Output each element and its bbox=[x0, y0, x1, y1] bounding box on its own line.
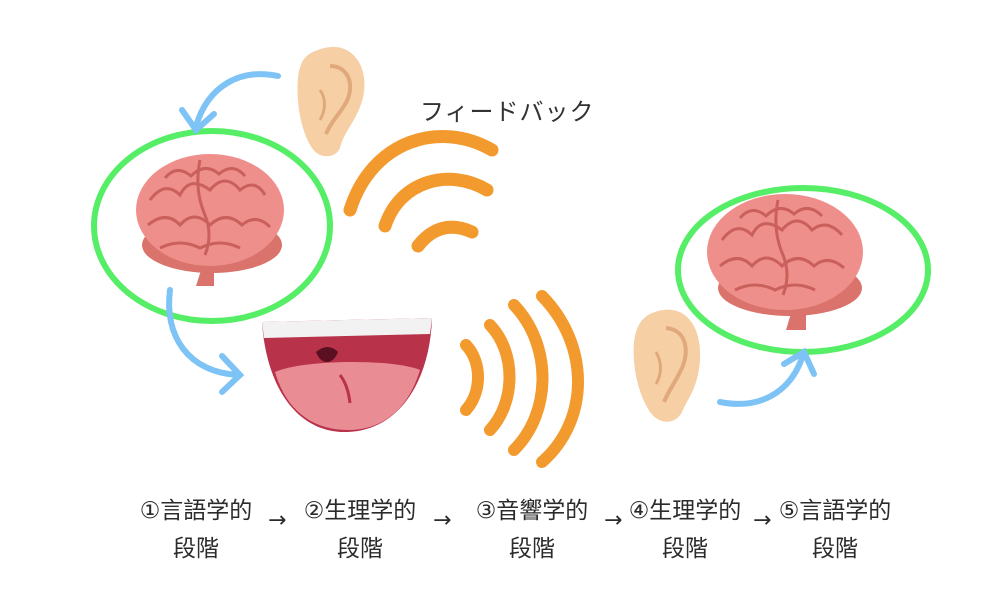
stage-2-label: ②生理学的 段階 bbox=[290, 492, 430, 568]
stage-4-suffix: 段階 bbox=[662, 536, 708, 562]
stage-arrow-icon: → bbox=[433, 508, 452, 533]
speaker-brain-icon bbox=[136, 154, 284, 286]
stage-1-label: ①言語学的 段階 bbox=[126, 492, 266, 568]
stage-4-label: ④生理学的 段階 bbox=[615, 492, 755, 568]
feedback-flow-arrow-icon bbox=[179, 71, 281, 135]
stage-1-title: ①言語学的 bbox=[139, 498, 253, 524]
stage-5-title: ⑤言語学的 bbox=[778, 498, 892, 524]
stage-5-suffix: 段階 bbox=[812, 536, 858, 562]
stage-3-label: ③音響学的 段階 bbox=[462, 492, 602, 568]
stage-arrow-icon: → bbox=[753, 508, 772, 533]
speech-sound-wave-icon bbox=[460, 290, 584, 468]
stage-2-suffix: 段階 bbox=[337, 536, 383, 562]
stage-2-title: ②生理学的 bbox=[303, 498, 417, 524]
stage-arrow-icon: → bbox=[268, 508, 287, 533]
mouth-icon bbox=[262, 318, 432, 433]
stage-3-title: ③音響学的 bbox=[475, 498, 589, 524]
brain-to-mouth-flow-arrow-icon bbox=[166, 287, 245, 395]
listener-brain-icon bbox=[707, 194, 863, 330]
stage-4-title: ④生理学的 bbox=[628, 498, 742, 524]
speaker-highlight-circle bbox=[91, 128, 333, 324]
stage-arrow-icon: → bbox=[604, 508, 623, 533]
feedback-sound-wave-icon bbox=[343, 130, 499, 253]
stage-5-label: ⑤言語学的 段階 bbox=[765, 492, 905, 568]
stage-1-suffix: 段階 bbox=[173, 536, 219, 562]
stage-3-suffix: 段階 bbox=[509, 536, 555, 562]
feedback-ear-icon bbox=[297, 46, 365, 157]
feedback-label: フィードバック bbox=[420, 98, 595, 126]
listener-ear-icon bbox=[633, 309, 701, 422]
ear-to-brain-flow-arrow-icon bbox=[717, 347, 817, 407]
